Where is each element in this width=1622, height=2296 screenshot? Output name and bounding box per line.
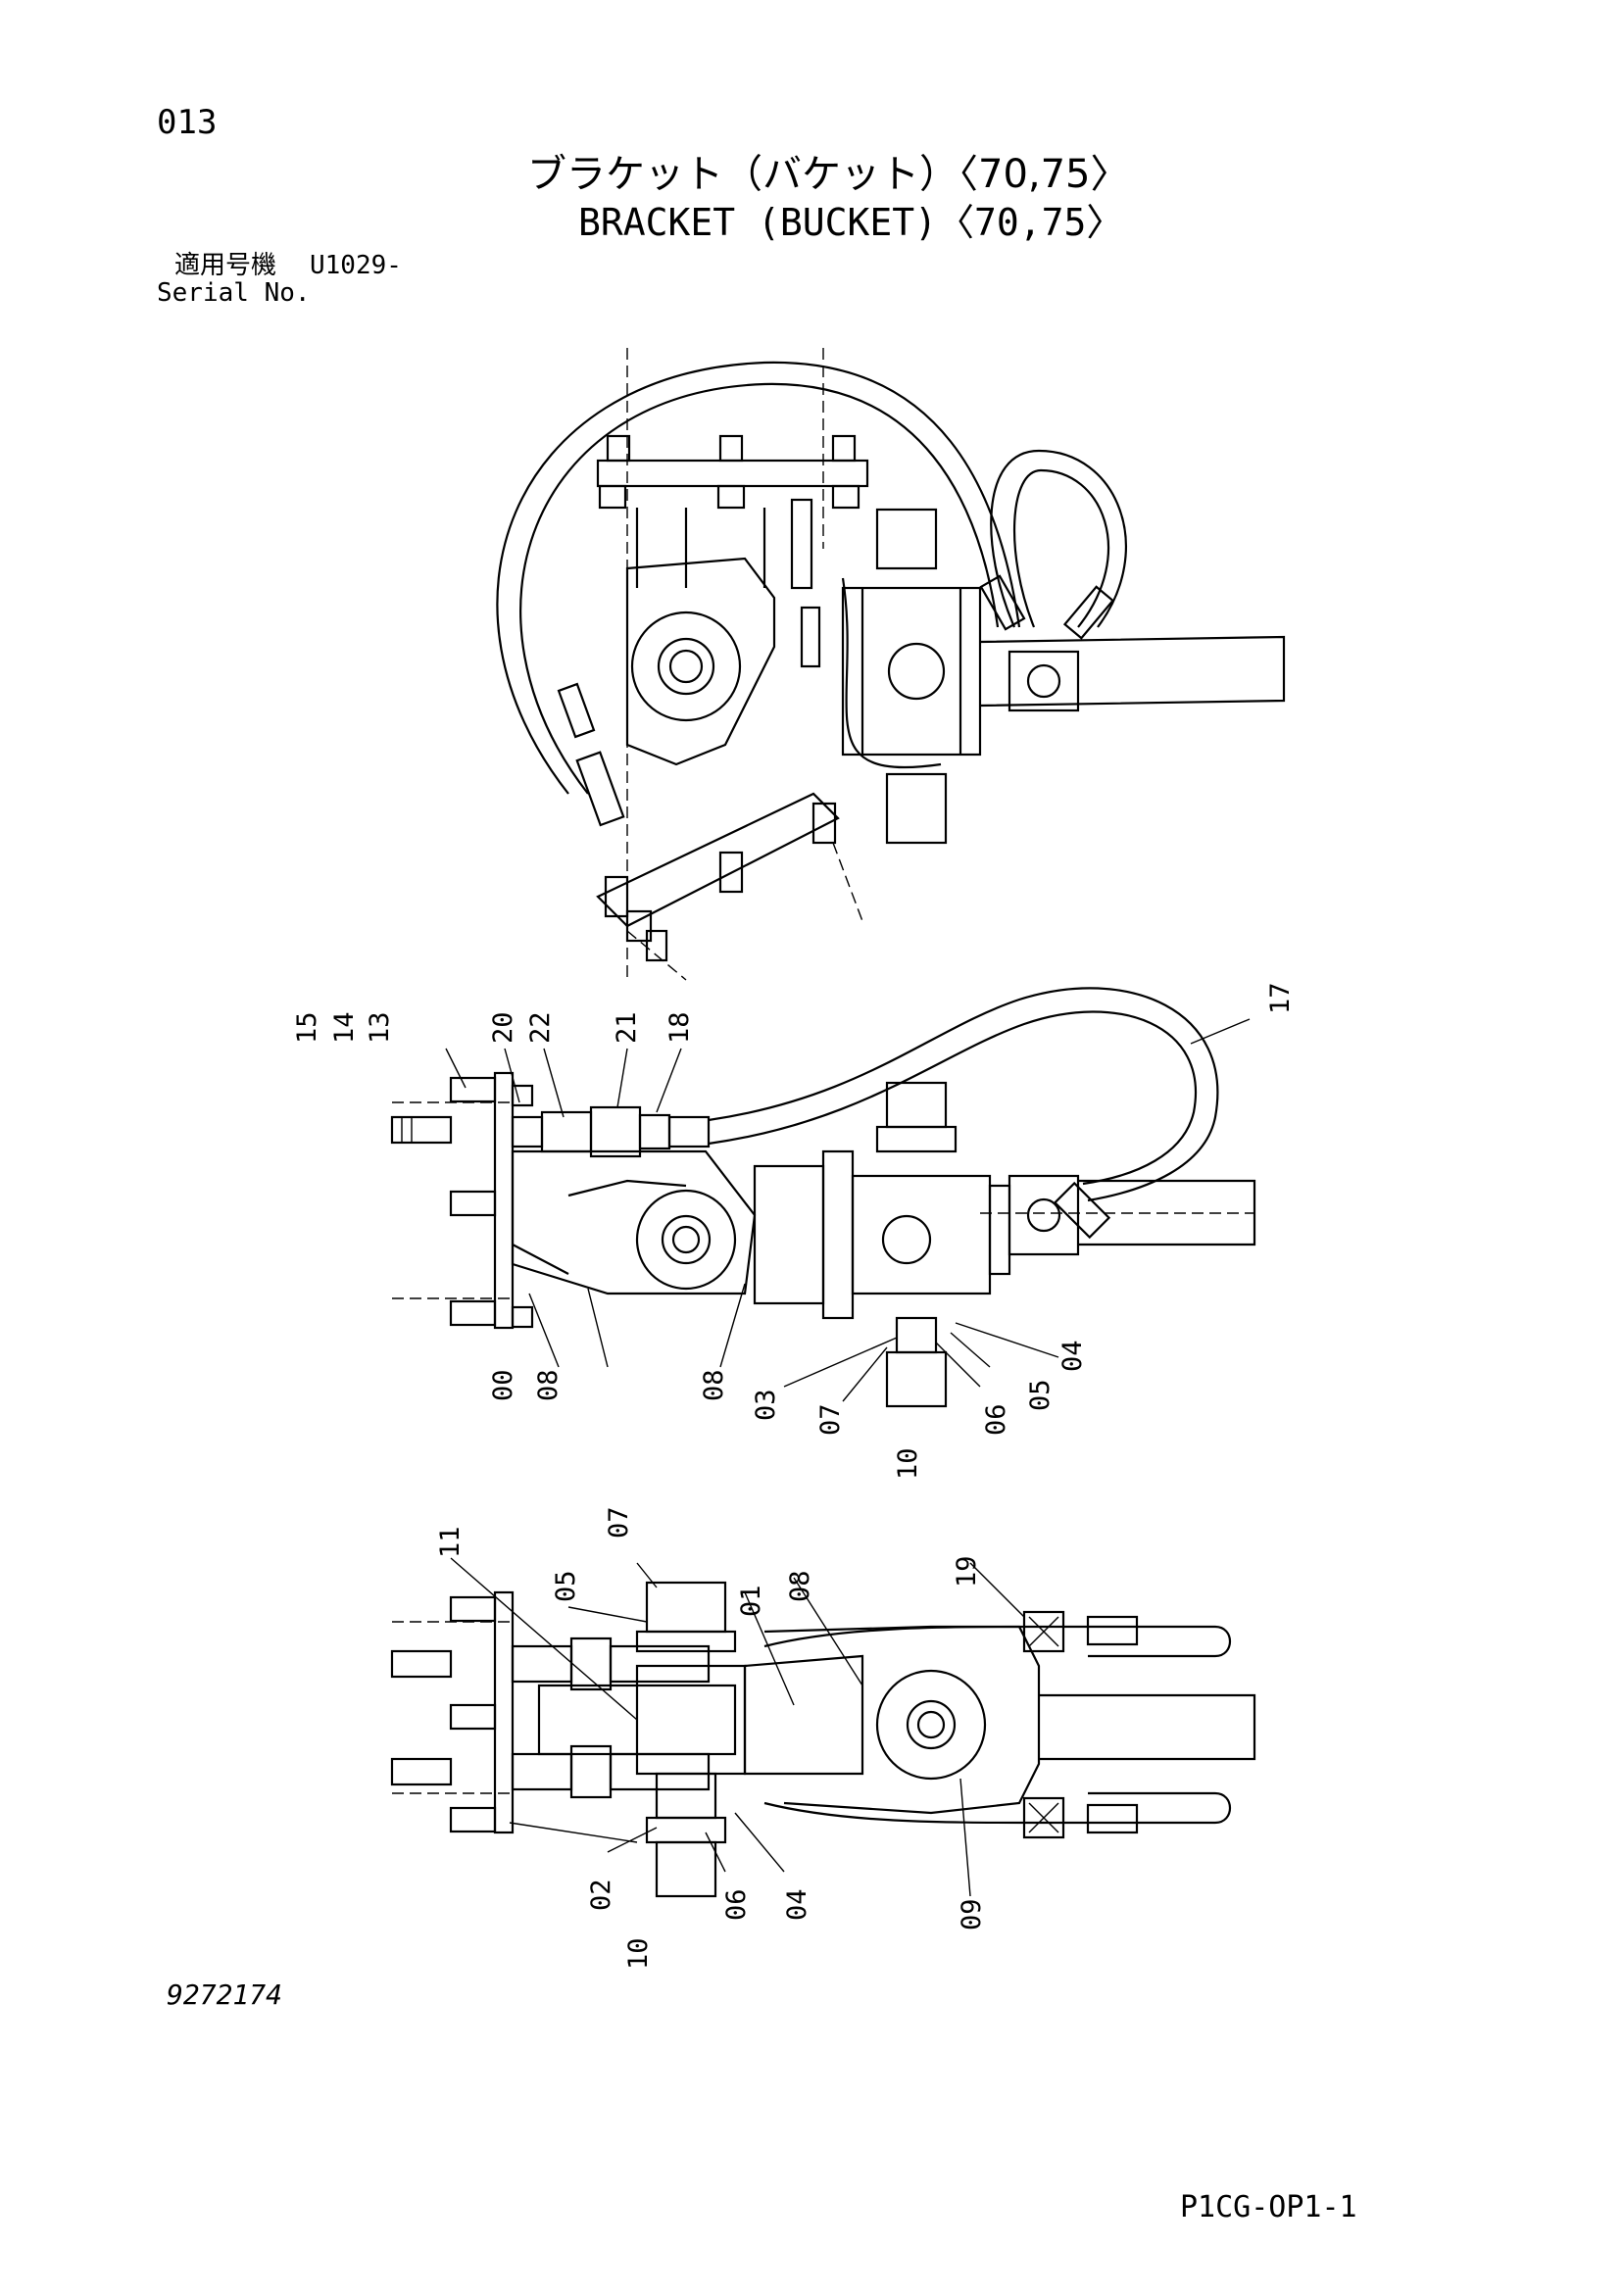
callout-label: 04 [782, 1888, 812, 1921]
callout-label: 08 [699, 1369, 729, 1401]
callout-label: 21 [612, 1011, 642, 1044]
callout-label: 01 [736, 1585, 766, 1617]
callout-label: 18 [664, 1011, 695, 1044]
serial-label-japanese: 適用号機 [174, 251, 277, 280]
callout-label: 15 [292, 1011, 322, 1044]
callout-label: 00 [488, 1369, 518, 1401]
callout-label: 05 [1025, 1379, 1056, 1411]
callout-label: 07 [815, 1403, 846, 1436]
serial-number-value: U1029- [310, 251, 402, 280]
callouts-view-side: 15 14 13 20 22 21 18 17 00 08 08 03 07 0… [292, 982, 1296, 1480]
callout-label: 06 [981, 1403, 1011, 1436]
callout-label: 03 [751, 1389, 781, 1421]
callout-label: 10 [623, 1937, 654, 1970]
callout-label: 20 [488, 1011, 518, 1044]
callout-label: 09 [957, 1898, 987, 1930]
callout-label: 04 [1057, 1340, 1088, 1372]
callout-label: 11 [435, 1526, 466, 1558]
page-number: 013 [157, 103, 218, 142]
serial-label-english: Serial No. [157, 278, 311, 308]
callout-label: 22 [525, 1011, 556, 1044]
callout-label: 13 [365, 1011, 395, 1044]
callout-label: 05 [551, 1570, 581, 1602]
drawing-number: 9272174 [167, 1978, 283, 2011]
callout-label: 14 [329, 1011, 360, 1044]
title-english: BRACKET (BUCKET)〈70,75〉 [578, 201, 1124, 244]
view-plan [390, 1557, 1256, 1898]
page-code: P1CG-OP1-1 [1180, 2190, 1357, 2224]
callout-label: 10 [893, 1447, 923, 1480]
title-japanese: ブラケット（バケット）〈70,75〉 [527, 152, 1130, 197]
callout-label: 19 [952, 1555, 982, 1588]
callout-label: 17 [1265, 982, 1296, 1014]
view-side [390, 987, 1256, 1408]
view-isometric [496, 348, 1286, 981]
callout-label: 06 [721, 1888, 752, 1921]
callouts-view-plan: 11 07 05 01 08 19 09 02 10 06 04 [435, 1506, 987, 1970]
callout-label: 07 [604, 1506, 634, 1539]
callout-label: 08 [785, 1570, 815, 1602]
callout-label: 08 [533, 1369, 564, 1401]
callout-label: 02 [586, 1879, 616, 1911]
